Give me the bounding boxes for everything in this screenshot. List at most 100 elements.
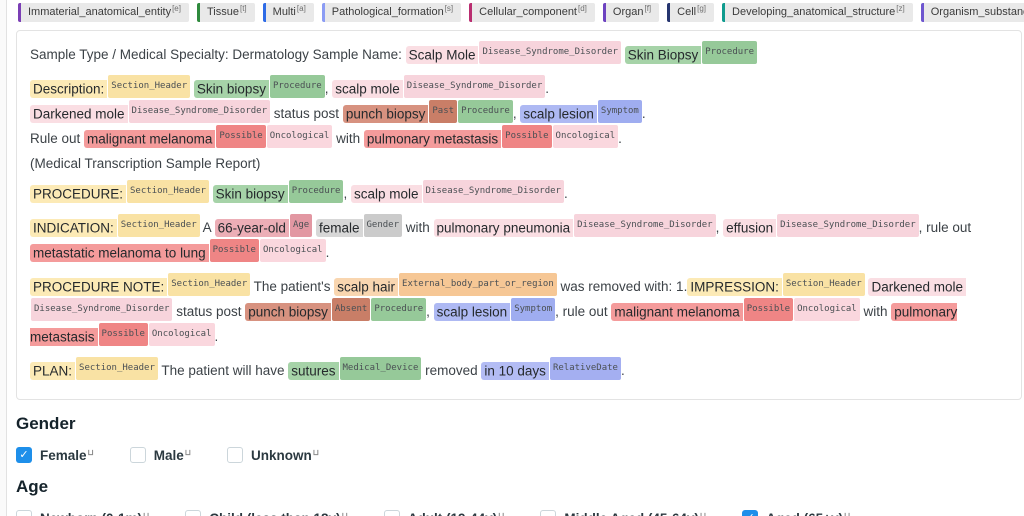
checkbox-male[interactable] <box>129 447 146 463</box>
plain-text: The patient will have <box>157 363 289 378</box>
label-chip-text: Immaterial_anatomical_entity <box>28 6 172 18</box>
checkbox-aged-65-y[interactable]: ✓ <box>742 510 759 516</box>
entity-span-possible[interactable]: pulmonary metastasis <box>363 129 502 148</box>
option-aged-65-y[interactable]: ✓ Aged (65+y)⊔ <box>742 510 850 516</box>
entity-tag-absent: Absent <box>331 298 371 321</box>
entity-tag-section-header: Section_Header <box>168 273 251 296</box>
entity-span-section-header[interactable]: Description: <box>30 79 108 98</box>
label-chip-immaterial-anatomical-entity[interactable]: Immaterial_anatomical_entity[e] <box>18 3 189 22</box>
paragraph: PLAN:Section_Header The patient will hav… <box>30 357 1009 385</box>
plain-text: A <box>199 220 215 235</box>
plain-text: with <box>402 220 434 235</box>
checkbox-female[interactable]: ✓ <box>16 447 32 463</box>
label-chip-shortcut: [e] <box>172 4 181 13</box>
entity-span-disease-syndrome-disorder[interactable]: scalp mole <box>332 79 403 98</box>
option-unknown[interactable]: Unknown⊔ <box>227 447 319 463</box>
label-chip-shortcut: [f] <box>644 4 652 13</box>
entity-span-past[interactable]: punch biopsy <box>342 104 429 123</box>
entity-span-absent[interactable]: punch biopsy <box>245 302 331 321</box>
entity-span-relativedate[interactable]: in 10 days <box>481 361 549 380</box>
entity-span-symptom[interactable]: scalp lesion <box>520 104 597 123</box>
option-child-less-than-18y[interactable]: Child (less than 18y)⊔ <box>185 510 348 516</box>
entity-span-symptom[interactable]: scalp lesion <box>433 302 511 321</box>
label-chip-multi[interactable]: Multi[a] <box>262 3 314 22</box>
label-chip-organism-substance[interactable]: Organism_substance[x] <box>920 3 1024 22</box>
entity-span-section-header[interactable]: PROCEDURE: <box>30 184 127 203</box>
entity-span-procedure[interactable]: Skin biopsy <box>212 184 288 203</box>
entity-tag-oncological: Oncological <box>794 298 860 321</box>
checkbox-label: Unknown⊔ <box>251 447 320 463</box>
label-chip-pathological-formation[interactable]: Pathological_formation[s] <box>321 3 462 22</box>
label-chip-text: Organ <box>612 6 644 18</box>
entity-span-possible[interactable]: metastatic melanoma to lung <box>30 243 209 262</box>
option-female[interactable]: ✓Female⊔ <box>16 447 94 463</box>
label-chip-shortcut: [g] <box>697 4 707 13</box>
label-chip-text: Cell <box>677 6 697 18</box>
entity-span-external-body-part-or-region[interactable]: scalp hair <box>334 277 399 296</box>
entity-span-section-header[interactable]: INDICATION: <box>30 218 117 237</box>
section-title-age: Age <box>16 477 49 496</box>
label-chip-developing-anatomical-structure[interactable]: Developing_anatomical_structure[z] <box>722 3 913 22</box>
label-chip-shortcut: [d] <box>578 4 587 13</box>
option-middle-aged-45-64y[interactable]: Middle Aged (45-64y)⊔ <box>540 510 706 516</box>
entity-tag-disease-syndrome-disorder: Disease_Syndrome_Disorder <box>422 180 564 203</box>
entity-span-procedure[interactable]: Skin Biopsy <box>624 45 702 64</box>
left-scroll-track[interactable] <box>0 0 7 516</box>
entity-span-section-header[interactable]: PROCEDURE NOTE: <box>30 277 168 296</box>
entity-span-section-header[interactable]: IMPRESSION: <box>687 277 782 296</box>
entity-span-disease-syndrome-disorder[interactable]: Darkened mole <box>868 277 967 296</box>
entity-tag-possible: Possible <box>216 125 266 148</box>
entity-span-possible[interactable]: malignant melanoma <box>611 302 743 321</box>
entity-span-medical-device[interactable]: sutures <box>288 361 339 380</box>
entity-span-disease-syndrome-disorder[interactable]: Darkened mole <box>30 104 128 123</box>
checkbox-shortcut: ⊔ <box>699 510 707 516</box>
plain-text: . <box>618 131 622 146</box>
entity-tag-oncological: Oncological <box>259 239 326 262</box>
option-adult-19-44y[interactable]: Adult (19-44y)⊔ <box>383 510 504 516</box>
entity-tag-procedure: Procedure <box>288 180 344 203</box>
plain-text: . <box>214 329 219 344</box>
checkbox-newborn-0-1m[interactable] <box>16 510 32 516</box>
annotated-document-card: Sample Type / Medical Specialty: Dermato… <box>16 30 1022 400</box>
entity-span-possible[interactable]: malignant melanoma <box>84 129 216 148</box>
checkbox-middle-aged-45-64y[interactable] <box>540 510 557 516</box>
entity-span-section-header[interactable]: PLAN: <box>30 361 76 380</box>
label-chip-tissue[interactable]: Tissue[t] <box>196 3 255 22</box>
entity-tag-possible: Possible <box>502 125 552 148</box>
text-line: PLAN:Section_Header The patient will hav… <box>30 357 1009 385</box>
entity-tag-oncological: Oncological <box>552 125 619 148</box>
checkbox-unknown[interactable] <box>227 447 244 463</box>
entity-span-disease-syndrome-disorder[interactable]: scalp mole <box>350 184 422 203</box>
entity-tag-gender: Gender <box>363 214 403 237</box>
entity-tag-procedure: Procedure <box>371 298 427 321</box>
checkbox-label: Aged (65+y)⊔ <box>766 511 850 516</box>
label-chip-cell[interactable]: Cell[g] <box>667 3 715 22</box>
option-newborn-0-1m[interactable]: Newborn (0-1m)⊔ <box>16 510 149 516</box>
label-chip-organ[interactable]: Organ[f] <box>602 3 660 22</box>
entity-span-gender[interactable]: female <box>315 218 363 237</box>
entity-tag-past: Past <box>429 100 458 123</box>
entity-tag-oncological: Oncological <box>148 323 215 346</box>
entity-tag-possible: Possible <box>743 298 794 321</box>
entity-span-age[interactable]: 66-year-old <box>214 218 289 237</box>
plain-text: , <box>512 106 521 121</box>
entity-tag-symptom: Symptom <box>597 100 642 123</box>
plain-text: status post <box>270 106 343 121</box>
entity-span-procedure[interactable]: Skin biopsy <box>193 79 269 98</box>
checkbox-adult-19-44y[interactable] <box>383 510 400 516</box>
option-male[interactable]: Male⊔ <box>129 447 191 463</box>
entity-tag-possible: Possible <box>209 239 259 262</box>
label-chip-shortcut: [s] <box>444 4 454 13</box>
plain-text: , <box>426 304 434 319</box>
checkbox-shortcut: ⊔ <box>87 447 94 457</box>
checkbox-child-less-than-18y[interactable] <box>185 510 202 516</box>
entity-span-disease-syndrome-disorder[interactable]: Scalp Mole <box>405 45 479 64</box>
classification-sections: Gender✓Female⊔Male⊔Unknown⊔AgeNewborn (0… <box>16 414 1024 516</box>
entity-span-disease-syndrome-disorder[interactable]: effusion <box>723 218 777 237</box>
plain-text: , <box>324 81 333 96</box>
label-chip-cellular-component[interactable]: Cellular_component[d] <box>469 3 595 22</box>
entity-span-disease-syndrome-disorder[interactable]: pulmonary pneumonia <box>433 218 574 237</box>
